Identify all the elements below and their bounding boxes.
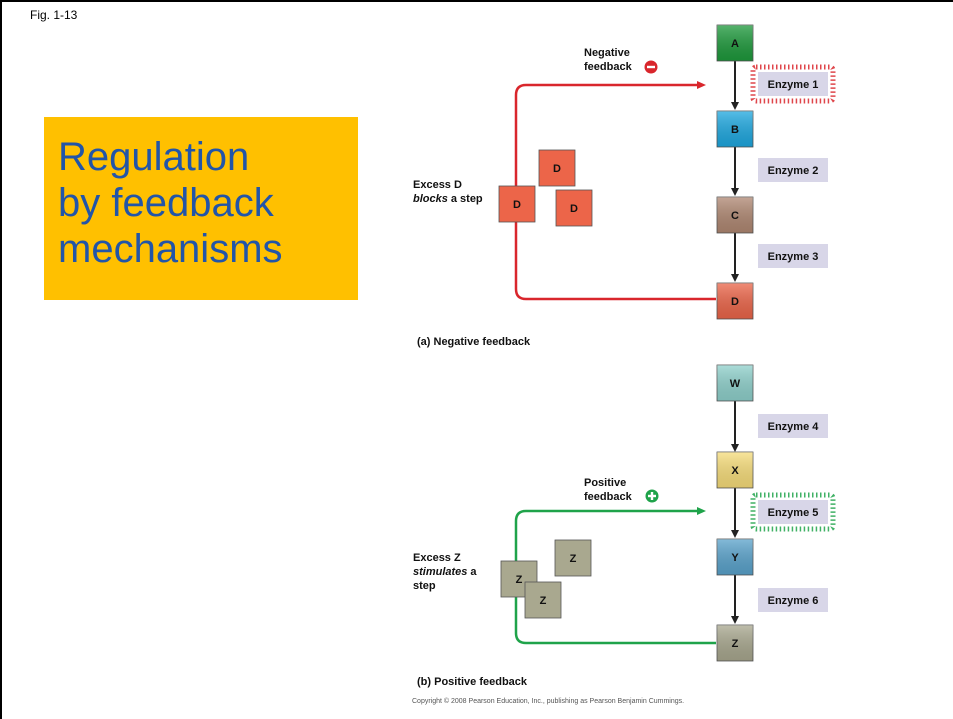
slide-title-box: Regulation by feedback mechanisms (44, 117, 358, 300)
figure-id: Fig. 1-13 (30, 8, 78, 22)
negative-feedback-panel: Enzyme 1 Enzyme 2 Enzyme 3 A B C D (413, 24, 836, 348)
node-label: W (730, 378, 741, 390)
excess-molecule-z: Z (500, 560, 538, 598)
molecule-label: Z (516, 574, 523, 586)
feedback-label-line-1: Negative (584, 47, 630, 59)
node-label: Z (732, 638, 739, 650)
minus-circle-icon (644, 60, 658, 74)
enzyme-label: Enzyme 3 (768, 251, 819, 263)
node-label: A (731, 38, 739, 50)
excess-molecule-z: Z (524, 581, 562, 619)
excess-molecule-d: D (538, 149, 576, 187)
excess-label-line-3: step (413, 580, 436, 592)
positive-feedback-loop (514, 507, 716, 645)
negative-feedback-loop (514, 81, 716, 301)
enzyme-label-box (758, 244, 828, 268)
enzyme-label-box (758, 588, 828, 612)
enzyme-label: Enzyme 5 (768, 507, 819, 519)
title-line-1: Regulation (58, 135, 250, 179)
feedback-label-line-2: feedback (584, 61, 633, 73)
panel-caption: (a) Negative feedback (417, 336, 531, 348)
enzyme-label: Enzyme 4 (768, 421, 820, 433)
molecule-label: D (513, 199, 521, 211)
panel-caption: (b) Positive feedback (417, 676, 528, 688)
enzyme-label: Enzyme 6 (768, 595, 819, 607)
enzyme-label-box (758, 72, 828, 96)
positive-feedback-panel: Enzyme 4 Enzyme 5 Enzyme 6 W X Y Z Z (413, 364, 836, 688)
enzyme-label: Enzyme 2 (768, 165, 819, 177)
enzyme-label-box (758, 414, 828, 438)
excess-molecule-d: D (555, 189, 593, 227)
pathway-node-a: A (716, 24, 754, 62)
plus-circle-icon (645, 489, 659, 503)
excess-molecule-d: D (498, 185, 536, 223)
molecule-label: Z (570, 553, 577, 565)
excess-label-italic: stimulates (413, 566, 467, 578)
pathway-node-z: Z (716, 624, 754, 662)
copyright-notice: Copyright © 2008 Pearson Education, Inc.… (412, 698, 685, 705)
feedback-label-line-1: Positive (584, 477, 626, 489)
excess-label-line-1: Excess D (413, 179, 462, 191)
title-line-2: by feedback (58, 181, 274, 225)
enzyme-label: Enzyme 1 (768, 79, 819, 91)
excess-label-italic: blocks (413, 193, 448, 205)
enzyme-inhibited-halo (750, 64, 836, 104)
excess-label-line-1: Excess Z (413, 552, 461, 564)
title-line-3: mechanisms (58, 227, 283, 271)
enzyme-stimulated-halo (750, 492, 836, 532)
pathway-node-d: D (716, 282, 754, 320)
molecule-label: D (553, 163, 561, 175)
pathway-node-w: W (716, 364, 754, 402)
pathway-node-b: B (716, 110, 754, 148)
pathway-node-x: X (716, 451, 754, 489)
molecule-label: D (570, 203, 578, 215)
molecule-label: Z (540, 595, 547, 607)
pathway-node-c: C (716, 196, 754, 234)
node-label: D (731, 296, 739, 308)
feedback-label-line-2: feedback (584, 491, 633, 503)
node-label: X (731, 465, 739, 477)
node-label: B (731, 124, 739, 136)
enzyme-label-box (758, 500, 828, 524)
node-label: Y (731, 552, 739, 564)
excess-molecule-z: Z (554, 539, 592, 577)
excess-label-rest: a step (451, 193, 483, 205)
enzyme-label-box (758, 158, 828, 182)
excess-label-rest: a (470, 566, 477, 578)
node-label: C (731, 210, 739, 222)
pathway-node-y: Y (716, 538, 754, 576)
